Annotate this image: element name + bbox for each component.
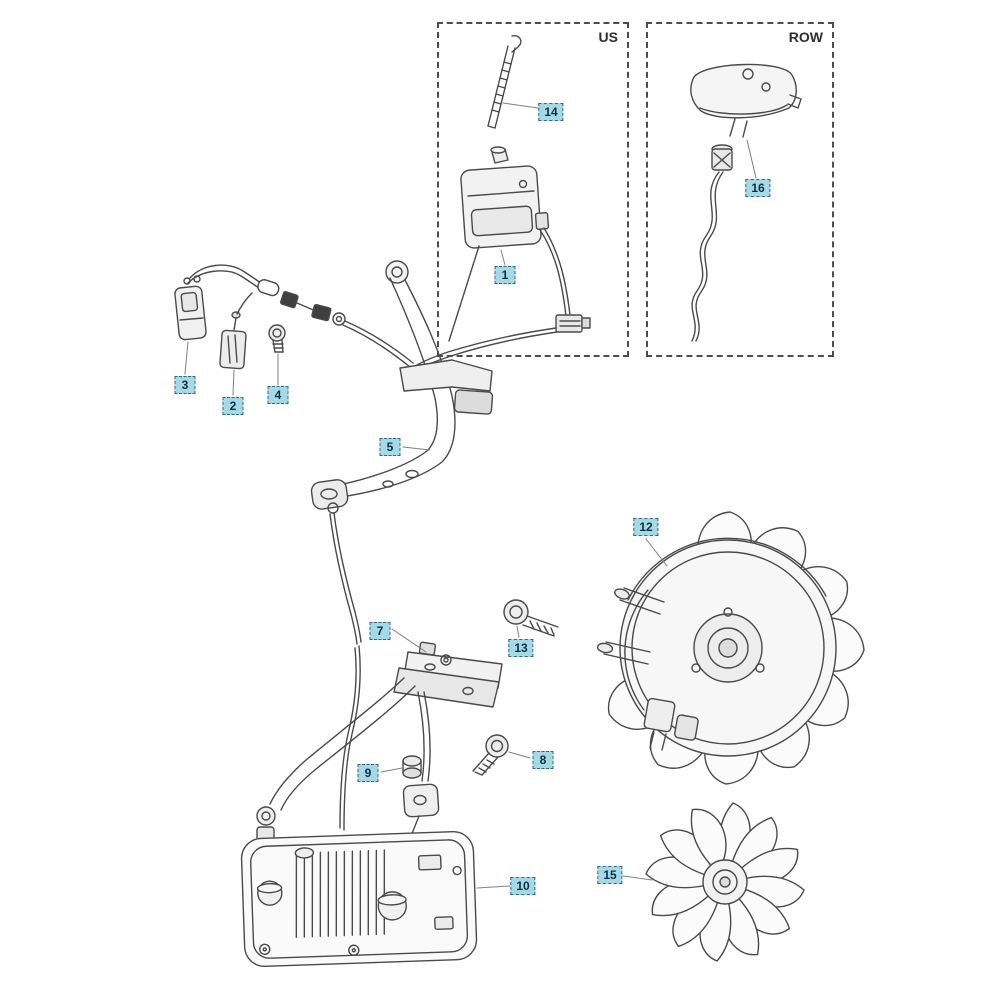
us-switch-wires [409,227,591,373]
part-12-flywheel [596,511,865,785]
part-7-bracket [393,641,503,708]
callout-10[interactable]: 10 [510,877,536,895]
callout-2[interactable]: 2 [222,397,244,415]
callout-4[interactable]: 4 [267,386,289,404]
callout-16[interactable]: 16 [745,179,771,197]
leader-lines [184,102,757,889]
part-4-screw [268,324,286,353]
callout-3[interactable]: 3 [174,376,196,394]
wire-harness [187,264,414,368]
callout-1[interactable]: 1 [494,266,516,284]
part-8-bolt [472,734,509,776]
part-9-spacer [402,755,422,779]
callout-8[interactable]: 8 [532,751,554,769]
callout-9[interactable]: 9 [357,764,379,782]
part-5-handle-lever [310,260,494,510]
part-1-ignition-switch [460,146,550,249]
part-15-fan [643,800,807,964]
callout-15[interactable]: 15 [597,866,623,884]
callout-5[interactable]: 5 [379,438,401,456]
callout-13[interactable]: 13 [508,639,534,657]
part-14-needle-spring [487,34,522,129]
callout-12[interactable]: 12 [633,518,659,536]
callout-7[interactable]: 7 [369,622,391,640]
part-2-terminal [219,311,247,370]
part-3-switch [174,275,207,341]
callout-14[interactable]: 14 [538,103,564,121]
part-13-bolt [503,599,559,637]
part-16-throttle-assembly [690,63,802,342]
part-10-ignition-module [240,831,478,968]
mid-wire [327,502,362,831]
